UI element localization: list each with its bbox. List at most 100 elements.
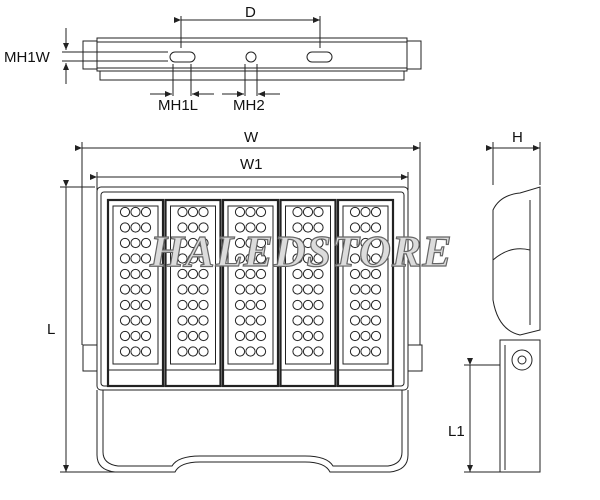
led-lens	[198, 268, 209, 280]
label-w1: W1	[240, 156, 263, 173]
led-lens	[130, 268, 141, 280]
led-lens	[255, 253, 267, 264]
led-lens	[245, 330, 256, 342]
led-lens	[245, 206, 256, 218]
top-view	[62, 16, 422, 97]
led-lens	[302, 253, 314, 264]
led-lens	[313, 237, 324, 249]
led-lens	[313, 206, 324, 218]
led-lens	[198, 346, 209, 357]
led-lens	[349, 253, 361, 264]
led-lens	[140, 206, 152, 218]
led-lens	[360, 330, 371, 342]
led-lens	[360, 253, 371, 264]
led-lens	[255, 330, 267, 342]
led-lens	[119, 253, 131, 264]
led-lens	[187, 222, 199, 233]
led-lens	[302, 237, 314, 249]
led-lens	[302, 268, 314, 280]
led-lens	[255, 346, 267, 357]
led-lens	[140, 222, 152, 233]
led-lens	[119, 330, 131, 342]
mounting-slot-right	[306, 51, 333, 63]
led-lens	[245, 253, 256, 264]
led-lens	[302, 299, 314, 311]
led-lens	[302, 206, 314, 218]
led-lens	[234, 268, 246, 280]
led-lens	[245, 299, 256, 311]
led-lens	[370, 268, 382, 280]
led-module	[336, 198, 395, 388]
mounting-slot-left	[169, 51, 196, 63]
led-lens	[177, 253, 188, 264]
led-lens	[187, 284, 199, 295]
led-lens	[177, 284, 188, 295]
led-lens	[177, 237, 188, 249]
led-lens	[360, 222, 371, 233]
led-lens	[198, 330, 209, 342]
led-lens	[245, 222, 256, 233]
led-lens	[140, 284, 152, 295]
led-lens	[187, 206, 199, 218]
led-lens	[349, 206, 361, 218]
led-lens	[187, 346, 199, 357]
led-lens	[187, 237, 199, 249]
led-lens	[292, 206, 303, 218]
led-lens	[349, 330, 361, 342]
led-lens	[349, 237, 361, 249]
led-lens	[187, 268, 199, 280]
led-lens	[234, 284, 246, 295]
led-lens	[302, 222, 314, 233]
led-lens	[119, 206, 131, 218]
led-lens	[292, 330, 303, 342]
led-lens	[313, 330, 324, 342]
led-lens	[130, 222, 141, 233]
led-lens	[370, 346, 382, 357]
led-lens	[255, 268, 267, 280]
led-lens	[234, 222, 246, 233]
led-lens	[187, 299, 199, 311]
led-lens	[292, 299, 303, 311]
led-lens	[234, 330, 246, 342]
led-lens	[360, 237, 371, 249]
led-lens	[302, 346, 314, 357]
led-lens	[119, 237, 131, 249]
led-lens	[360, 346, 371, 357]
led-lens	[198, 315, 209, 326]
led-lens	[245, 346, 256, 357]
label-l: L	[47, 321, 56, 338]
led-lens	[370, 222, 382, 233]
led-lens	[245, 237, 256, 249]
led-lens	[255, 315, 267, 326]
led-lens	[140, 330, 152, 342]
label-w: W	[244, 129, 259, 146]
led-lens	[177, 346, 188, 357]
led-lens	[140, 268, 152, 280]
led-lens	[292, 268, 303, 280]
led-lens	[177, 268, 188, 280]
led-lens	[245, 284, 256, 295]
led-lens	[349, 346, 361, 357]
led-lens	[370, 330, 382, 342]
led-lens	[119, 315, 131, 326]
led-lens	[245, 268, 256, 280]
led-lens	[177, 299, 188, 311]
led-module	[279, 198, 337, 388]
led-lens	[255, 237, 267, 249]
led-lens	[349, 299, 361, 311]
led-lens	[255, 299, 267, 311]
led-lens	[349, 284, 361, 295]
led-lens	[360, 299, 371, 311]
label-h: H	[512, 129, 523, 146]
led-lens	[198, 284, 209, 295]
led-lens	[119, 268, 131, 280]
led-module	[164, 198, 222, 388]
mounting-hole	[245, 51, 257, 63]
led-lens	[255, 206, 267, 218]
led-lens	[198, 253, 209, 264]
led-lens	[302, 284, 314, 295]
led-lens	[119, 299, 131, 311]
led-lens	[234, 237, 246, 249]
label-l1: L1	[448, 423, 465, 440]
led-lens	[140, 237, 152, 249]
